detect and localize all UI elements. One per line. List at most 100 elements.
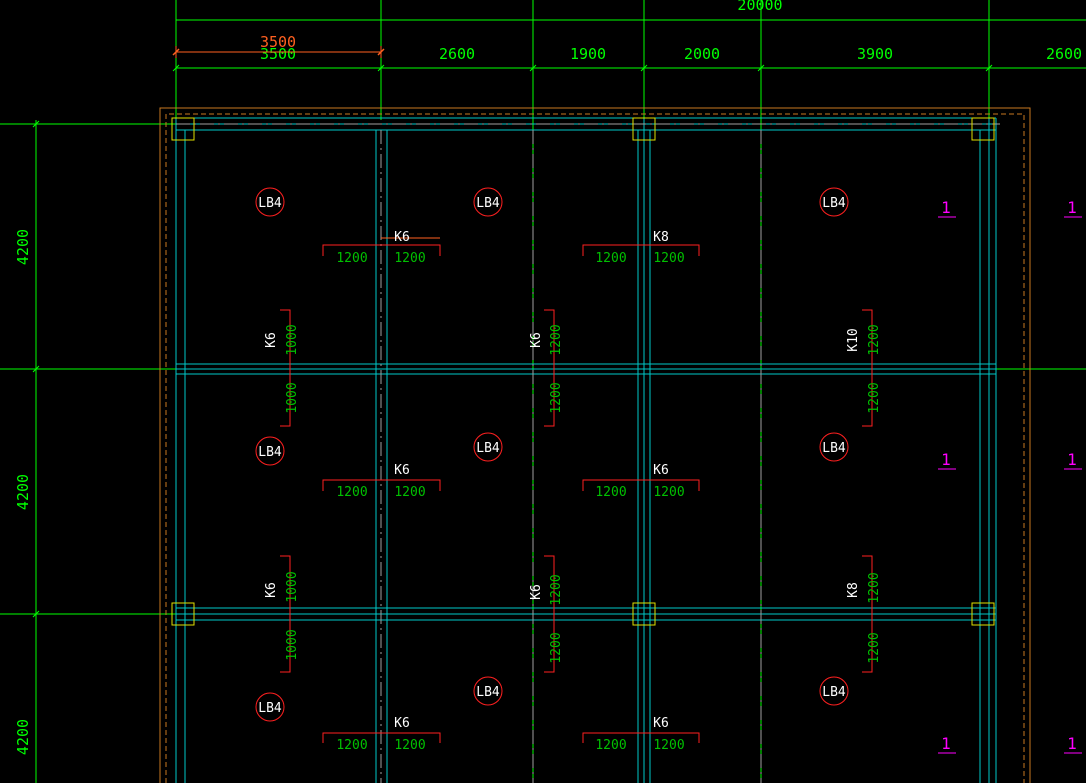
column[interactable] xyxy=(632,602,656,626)
section-mark[interactable]: 1 xyxy=(938,734,956,754)
rebar-mark: K6 xyxy=(394,463,410,478)
section-mark[interactable]: 1 xyxy=(1064,198,1082,218)
rebar-length-left: 1200 xyxy=(595,738,626,753)
column[interactable] xyxy=(632,117,656,141)
section-mark-text: 1 xyxy=(1067,198,1077,217)
vertical-rebar[interactable]: K6 1000 1000 xyxy=(264,555,300,673)
rebar-length-left: 1200 xyxy=(595,485,626,500)
rebar-length-right: 1200 xyxy=(653,485,684,500)
rebar-length-right: 1200 xyxy=(653,251,684,266)
rebar-length-top: 1200 xyxy=(867,324,882,355)
vertical-rebar-group: K6 1000 1000 K6 1200 1200 K10 1200 1200 … xyxy=(264,309,882,673)
slab-label[interactable]: LB4 xyxy=(819,432,849,462)
vertical-rebar[interactable]: K8 1200 1200 xyxy=(846,555,882,673)
section-mark[interactable]: 1 xyxy=(1064,734,1082,754)
horizontal-rebar-group: K6 1200 1200 K8 1200 1200 K6 1200 1200 K… xyxy=(322,230,700,753)
column[interactable] xyxy=(971,117,995,141)
slab-label[interactable]: LB4 xyxy=(255,436,285,466)
rebar-length-bottom: 1200 xyxy=(867,632,882,663)
rebar-mark: K6 xyxy=(653,716,669,731)
horizontal-rebar[interactable]: K6 1200 1200 xyxy=(322,463,441,500)
rebar-length-top: 1200 xyxy=(549,324,564,355)
slab-label[interactable]: LB4 xyxy=(255,187,285,217)
rebar-length-left: 1200 xyxy=(336,251,367,266)
horizontal-rebar[interactable]: K8 1200 1200 xyxy=(582,230,700,266)
slab-label-text: LB4 xyxy=(822,685,846,700)
slab-label-text: LB4 xyxy=(258,196,282,211)
rebar-mark: K8 xyxy=(846,582,861,598)
horizontal-rebar[interactable]: K6 1200 1200 xyxy=(322,716,441,753)
dim-row-1: 4200 xyxy=(14,229,32,265)
rebar-mark: K6 xyxy=(529,584,544,600)
rebar-length-bottom: 1200 xyxy=(549,382,564,413)
column[interactable] xyxy=(971,602,995,626)
dim-segment-5: 3900 xyxy=(857,45,893,63)
dim-segment-1: 3500 xyxy=(260,45,296,63)
rebar-length-top: 1000 xyxy=(285,324,300,355)
dim-segment-3: 1900 xyxy=(570,45,606,63)
slab-labels: LB4 LB4 LB4 LB4 LB4 LB4 LB4 LB4 LB4 xyxy=(255,187,849,722)
slab-label-text: LB4 xyxy=(476,685,500,700)
slab-label[interactable]: LB4 xyxy=(473,432,503,462)
slab-label-text: LB4 xyxy=(258,445,282,460)
center-lines xyxy=(176,123,1000,783)
slab-label-text: LB4 xyxy=(476,196,500,211)
beam-lines xyxy=(175,117,997,783)
section-mark-text: 1 xyxy=(1067,450,1077,469)
rebar-length-right: 1200 xyxy=(394,485,425,500)
column[interactable] xyxy=(171,117,195,141)
vertical-rebar[interactable]: K6 1200 1200 xyxy=(529,309,564,427)
section-mark[interactable]: 1 xyxy=(1064,450,1082,470)
slab-label-text: LB4 xyxy=(476,441,500,456)
overall-dimension: 20000 xyxy=(737,0,782,14)
rebar-mark: K6 xyxy=(264,332,279,348)
vertical-rebar[interactable]: K6 1000 1000 xyxy=(264,309,300,427)
slab-label[interactable]: LB4 xyxy=(819,187,849,217)
section-mark[interactable]: 1 xyxy=(938,450,956,470)
slab-label-text: LB4 xyxy=(822,441,846,456)
rebar-length-right: 1200 xyxy=(394,738,425,753)
slab-label-text: LB4 xyxy=(258,701,282,716)
rebar-length-top: 1200 xyxy=(549,574,564,605)
rebar-length-bottom: 1000 xyxy=(285,382,300,413)
rebar-mark: K8 xyxy=(653,230,669,245)
horizontal-rebar[interactable]: K6 1200 1200 xyxy=(322,230,441,266)
top-dimension-lines xyxy=(172,0,1086,783)
rebar-length-right: 1200 xyxy=(653,738,684,753)
rebar-mark: K6 xyxy=(264,582,279,598)
slab-label[interactable]: LB4 xyxy=(255,692,285,722)
slab-label[interactable]: LB4 xyxy=(819,676,849,706)
selected-dimension[interactable]: 3500 xyxy=(172,33,385,58)
rebar-mark: K6 xyxy=(653,463,669,478)
horizontal-rebar[interactable]: K6 1200 1200 xyxy=(582,463,700,500)
rebar-length-bottom: 1000 xyxy=(285,629,300,660)
dim-segment-6: 2600 xyxy=(1046,45,1082,63)
slab-label[interactable]: LB4 xyxy=(473,676,503,706)
rebar-mark: K6 xyxy=(394,716,410,731)
rebar-length-bottom: 1200 xyxy=(867,382,882,413)
rebar-mark: K10 xyxy=(846,328,861,351)
dim-segment-4: 2000 xyxy=(684,45,720,63)
rebar-length-left: 1200 xyxy=(336,485,367,500)
section-mark[interactable]: 1 xyxy=(938,198,956,218)
horizontal-rebar[interactable]: K6 1200 1200 xyxy=(582,716,700,753)
section-marks: 1 1 1 1 1 1 xyxy=(938,198,1082,754)
section-mark-text: 1 xyxy=(941,450,951,469)
rebar-length-left: 1200 xyxy=(595,251,626,266)
rebar-length-right: 1200 xyxy=(394,251,425,266)
left-dimension-lines xyxy=(0,120,1086,783)
slab-label[interactable]: LB4 xyxy=(473,187,503,217)
section-mark-text: 1 xyxy=(941,198,951,217)
rebar-length-top: 1200 xyxy=(867,572,882,603)
rebar-mark: K6 xyxy=(394,230,410,245)
section-mark-text: 1 xyxy=(1067,734,1077,753)
slab-label-text: LB4 xyxy=(822,196,846,211)
column[interactable] xyxy=(171,602,195,626)
vertical-rebar[interactable]: K6 1200 1200 xyxy=(529,555,564,673)
dim-row-2: 4200 xyxy=(14,474,32,510)
dim-segment-2: 2600 xyxy=(439,45,475,63)
vertical-rebar[interactable]: K10 1200 1200 xyxy=(846,309,882,427)
rebar-length-left: 1200 xyxy=(336,738,367,753)
